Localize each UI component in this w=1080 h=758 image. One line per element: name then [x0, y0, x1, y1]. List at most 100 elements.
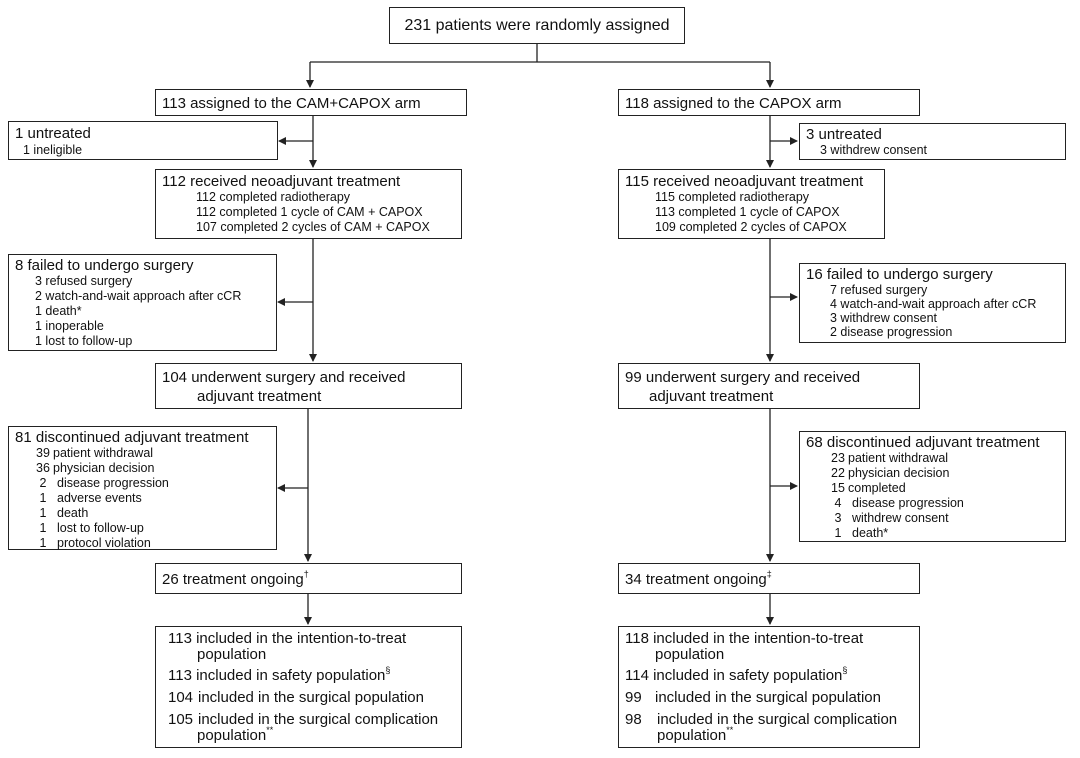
left-untreated-title: 1 untreated — [15, 125, 91, 142]
left-arm-label: 113 assigned to the CAM+CAPOX arm — [162, 95, 421, 112]
right-failed-title: 16 failed to undergo surgery — [806, 266, 993, 283]
left-complication-line2: population** — [197, 725, 274, 744]
left-discontinued-count: 39 — [36, 446, 50, 460]
right-itt-line2: population — [655, 646, 725, 663]
left-neoadjuvant-title: 112 received neoadjuvant treatment — [162, 173, 401, 190]
right-ongoing-label: 34 treatment ongoing — [625, 571, 767, 588]
left-complication-footnote: ** — [266, 725, 274, 735]
right-arm-box: 118 assigned to the CAPOX arm — [618, 89, 920, 116]
left-neoadjuvant-item: 112 completed 1 cycle of CAM + CAPOX — [196, 205, 423, 219]
left-failed-surgery-box: 8 failed to undergo surgery 3 refused su… — [8, 254, 277, 351]
right-surgery-box: 99 underwent surgery and received adjuva… — [618, 363, 920, 409]
left-surgery-line1: 104 underwent surgery and received — [162, 369, 406, 386]
right-failed-surgery-box: 16 failed to undergo surgery 7 refused s… — [799, 263, 1066, 343]
right-safety-footnote: § — [842, 665, 848, 675]
left-surgery-box: 104 underwent surgery and received adjuv… — [155, 363, 462, 409]
randomized-box: 231 patients were randomly assigned — [389, 7, 685, 44]
right-failed-item: 2 disease progression — [830, 325, 953, 339]
left-untreated-box: 1 untreated 1 ineligible — [8, 121, 278, 160]
right-complication-pop: population — [657, 727, 727, 744]
left-failed-item: 2 watch-and-wait approach after cCR — [35, 289, 242, 303]
left-discontinued-count: 36 — [36, 461, 50, 475]
right-failed-item: 7 refused surgery — [830, 283, 928, 297]
left-arm-box: 113 assigned to the CAM+CAPOX arm — [155, 89, 467, 116]
left-discontinued-label: death — [57, 506, 89, 520]
right-discontinued-box: 68 discontinued adjuvant treatment 23 pa… — [799, 431, 1066, 542]
left-ongoing-text: 26 treatment ongoing† — [162, 569, 309, 588]
left-failed-item: 1 inoperable — [35, 319, 104, 333]
left-discontinued-label: protocol violation — [57, 536, 151, 550]
right-surgical-count: 99 — [625, 689, 642, 706]
left-failed-item: 1 lost to follow-up — [35, 334, 133, 348]
left-discontinued-label: lost to follow-up — [57, 521, 144, 535]
right-discontinued-count: 3 — [834, 511, 842, 525]
right-arm-label: 118 assigned to the CAPOX arm — [625, 95, 842, 112]
right-discontinued-label: completed — [848, 481, 906, 495]
right-neoadjuvant-box: 115 received neoadjuvant treatment 115 c… — [618, 169, 885, 239]
left-discontinued-count: 1 — [39, 491, 47, 505]
left-surgical-count: 104 — [168, 689, 194, 706]
left-failed-item: 1 death* — [35, 304, 82, 318]
left-safety-label: 113 included in safety population — [168, 667, 386, 684]
left-failed-title: 8 failed to undergo surgery — [15, 257, 194, 274]
left-discontinued-count: 1 — [39, 521, 47, 535]
right-itt-line1: 118 included in the intention-to-treat — [625, 630, 864, 647]
left-failed-item: 3 refused surgery — [35, 274, 133, 288]
right-complication-footnote: ** — [726, 725, 734, 735]
right-ongoing-text: 34 treatment ongoing‡ — [625, 569, 772, 588]
right-safety-label: 114 included in safety population — [625, 667, 843, 684]
right-complication-line2: population** — [657, 725, 734, 744]
right-safety-line: 114 included in safety population§ — [625, 665, 848, 684]
right-discontinued-count: 23 — [831, 451, 845, 465]
left-complication-label: included in the surgical complication — [198, 711, 439, 728]
right-discontinued-label: patient withdrawal — [848, 451, 949, 465]
right-failed-item: 3 withdrew consent — [830, 311, 938, 325]
right-complication-label: included in the surgical complication — [657, 711, 898, 728]
right-discontinued-label: death* — [852, 526, 889, 540]
right-discontinued-count: 1 — [834, 526, 842, 540]
right-neoadjuvant-item: 109 completed 2 cycles of CAPOX — [655, 220, 847, 234]
left-neoadjuvant-box: 112 received neoadjuvant treatment 112 c… — [155, 169, 462, 239]
left-safety-line: 113 included in safety population§ — [168, 665, 391, 684]
left-neoadjuvant-item: 107 completed 2 cycles of CAM + CAPOX — [196, 220, 430, 234]
right-untreated-box: 3 untreated 3 withdrew consent — [799, 123, 1066, 160]
right-discontinued-count: 4 — [834, 496, 842, 510]
left-itt-line1: 113 included in the intention-to-treat — [168, 630, 407, 647]
left-untreated-item: 1 ineligible — [23, 143, 83, 157]
left-discontinued-box: 81 discontinued adjuvant treatment 39 pa… — [8, 426, 277, 550]
left-discontinued-count: 1 — [39, 506, 47, 520]
left-discontinued-label: physician decision — [53, 461, 155, 475]
left-discontinued-count: 2 — [39, 476, 47, 490]
left-ongoing-label: 26 treatment ongoing — [162, 571, 304, 588]
left-discontinued-label: adverse events — [57, 491, 142, 505]
left-neoadjuvant-item: 112 completed radiotherapy — [196, 190, 351, 204]
left-discontinued-label: patient withdrawal — [53, 446, 154, 460]
left-safety-footnote: § — [385, 665, 391, 675]
left-populations-box: 113 included in the intention-to-treat p… — [155, 626, 462, 748]
right-discontinued-label: disease progression — [852, 496, 964, 510]
right-neoadjuvant-item: 113 completed 1 cycle of CAPOX — [655, 205, 840, 219]
randomized-text: 231 patients were randomly assigned — [404, 17, 670, 34]
left-itt-line2: population — [197, 646, 267, 663]
right-neoadjuvant-title: 115 received neoadjuvant treatment — [625, 173, 864, 190]
right-failed-item: 4 watch-and-wait approach after cCR — [830, 297, 1037, 311]
right-neoadjuvant-item: 115 completed radiotherapy — [655, 190, 810, 204]
right-discontinued-count: 22 — [831, 466, 845, 480]
right-discontinued-label: physician decision — [848, 466, 950, 480]
right-complication-count: 98 — [625, 711, 642, 728]
left-surgery-line2: adjuvant treatment — [197, 388, 322, 405]
right-surgery-line2: adjuvant treatment — [649, 388, 774, 405]
right-surgical-label: included in the surgical population — [655, 689, 881, 706]
left-discontinued-label: disease progression — [57, 476, 169, 490]
left-complication-count: 105 — [168, 711, 194, 728]
right-ongoing-box: 34 treatment ongoing‡ — [618, 563, 920, 594]
right-untreated-item: 3 withdrew consent — [820, 143, 928, 157]
left-ongoing-footnote: † — [303, 569, 309, 579]
left-ongoing-box: 26 treatment ongoing† — [155, 563, 462, 594]
right-untreated-title: 3 untreated — [806, 126, 882, 143]
right-ongoing-footnote: ‡ — [766, 569, 772, 579]
left-discontinued-title: 81 discontinued adjuvant treatment — [15, 429, 249, 446]
left-surgical-label: included in the surgical population — [198, 689, 424, 706]
right-discontinued-title: 68 discontinued adjuvant treatment — [806, 434, 1040, 451]
